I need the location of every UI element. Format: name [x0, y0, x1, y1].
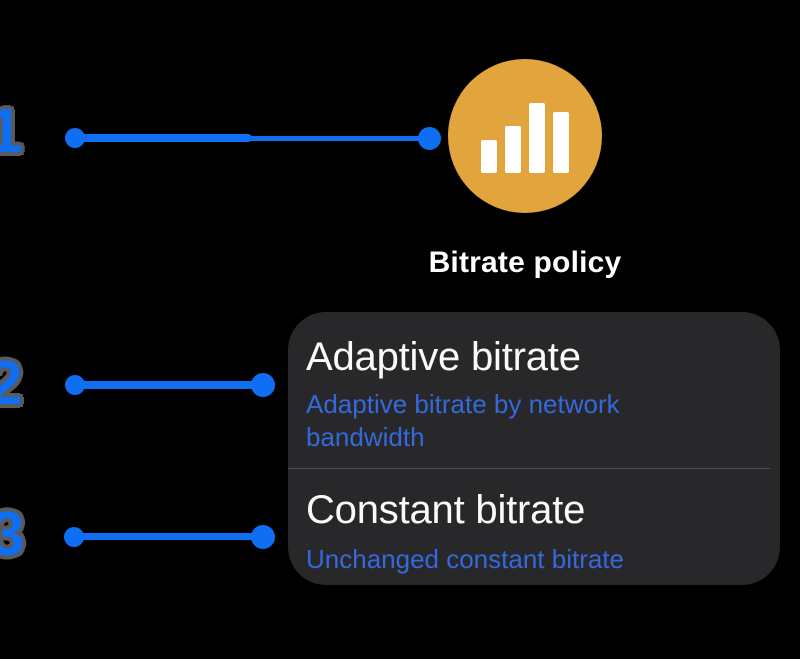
callout-1-end-dot: [418, 127, 441, 150]
callout-3-number: 3: [0, 500, 25, 569]
option-description: Unchanged constant bitrate: [306, 544, 624, 574]
bar-chart-bar-3: [529, 103, 545, 173]
bar-chart-icon: [448, 103, 602, 173]
callout-2-start-dot: [65, 375, 85, 395]
option-description: Adaptive bitrate by network bandwidth: [306, 389, 620, 452]
callout-3-start-dot: [64, 527, 84, 547]
bar-chart-bar-4: [553, 112, 569, 173]
option-title: Adaptive bitrate: [306, 335, 581, 379]
option-constant-bitrate[interactable]: Constant bitrate Unchanged constant bitr…: [288, 469, 780, 576]
callout-2-end-dot: [251, 373, 275, 397]
callout-3-line: [74, 533, 264, 540]
callout-2-line: [75, 381, 265, 389]
callout-2-number: 2: [0, 349, 23, 418]
divider: [288, 468, 770, 469]
callout-1-start-dot: [65, 128, 85, 148]
callout-3-end-dot: [251, 525, 275, 549]
dialog-title: Bitrate policy: [428, 246, 622, 279]
callout-1-line: [75, 134, 252, 142]
bitrate-policy-dialog: Adaptive bitrate Adaptive bitrate by net…: [288, 312, 780, 585]
bar-chart-bar-1: [481, 140, 497, 173]
callout-1-number: 1: [0, 97, 23, 166]
bar-chart-bar-2: [505, 126, 521, 173]
option-adaptive-bitrate[interactable]: Adaptive bitrate Adaptive bitrate by net…: [288, 312, 780, 454]
option-title: Constant bitrate: [306, 488, 586, 532]
callout-1-line-thin: [248, 136, 430, 141]
bitrate-policy-icon: [448, 59, 602, 213]
